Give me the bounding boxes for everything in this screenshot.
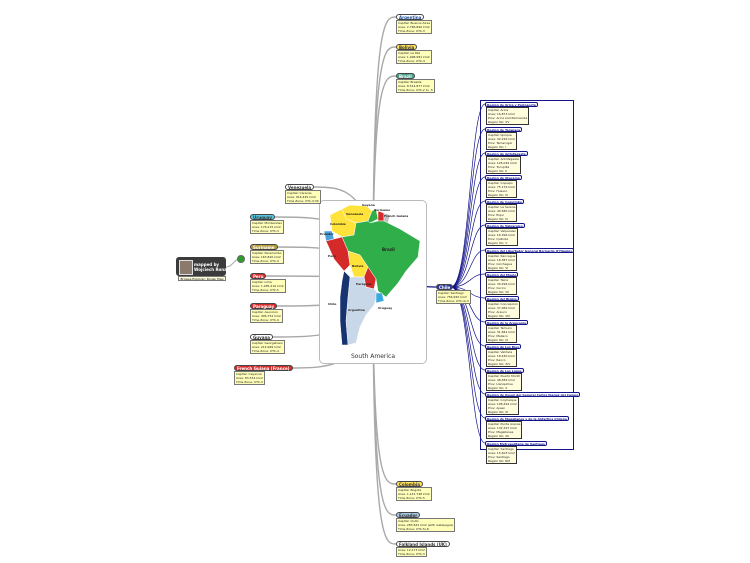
chile-region-4[interactable]: Region de Coquimbo: [485, 199, 524, 204]
topic-venezuela[interactable]: Venezuela: [285, 184, 315, 190]
note-paraguay: Capital: Asuncion Area: 406,752 km2 Time…: [250, 309, 283, 323]
chile-region-0[interactable]: Region de Arica y Parinacota: [485, 102, 538, 107]
map-label-bolivia: Bolivia: [352, 264, 363, 268]
map-country-guyana: [367, 208, 379, 224]
chile-region-note-0: Capital: Arica Area: 16,873 km2 Prov: Ar…: [486, 107, 530, 125]
topic-paraguay[interactable]: Paraguay: [250, 303, 278, 309]
map-label-chile: Chile: [328, 302, 336, 306]
chile-region-note-12: Capital: Coyhaique Area: 108,494 km2 Pro…: [486, 397, 519, 415]
topic-brazil[interactable]: Brazil: [396, 73, 415, 79]
chile-region-5[interactable]: Region de Valparaiso: [485, 223, 525, 228]
chile-region-10[interactable]: Region de Los Rios: [485, 344, 521, 349]
chile-region-note-3: Capital: Copiapo Area: 75,176 km2 Prov: …: [486, 180, 517, 198]
note-venezuela: Capital: Caracas Area: 916,445 km2 Time …: [285, 190, 321, 204]
chile-region-1[interactable]: Region de Tarapaca: [485, 127, 523, 132]
topic-peru[interactable]: Peru: [250, 273, 267, 279]
chile-region-8[interactable]: Region del Biobio: [485, 296, 519, 301]
note-falklands: Area: 12,173 km2 Time Zone: UTC-3: [396, 547, 427, 557]
map-label-ecuador: Ecuador: [320, 232, 334, 236]
map-label-french-guiana: French Guiana: [384, 214, 408, 218]
chile-region-note-6: Capital: Rancagua Area: 16,387 km2 Prov:…: [486, 253, 518, 271]
topic-chile[interactable]: Chile: [436, 284, 454, 290]
map-label-argentina: Argentina: [348, 308, 365, 312]
note-guyana: Capital: Georgetown Area: 214,969 km2 Ti…: [250, 340, 285, 354]
topic-colombia[interactable]: Colombia: [396, 481, 423, 487]
topic-bolivia[interactable]: Bolivia: [396, 44, 418, 50]
author-avatar: [179, 260, 193, 275]
chile-region-note-5: Capital: Valparaiso Area: 16,396 km2 Pro…: [486, 228, 519, 246]
topic-falklands[interactable]: Falkland Islands (UK): [396, 541, 450, 547]
topic-guyana[interactable]: Guyana: [250, 334, 273, 340]
map-country-uruguay: [375, 292, 385, 304]
central-topic-title: South America: [350, 353, 396, 360]
topic-argentina[interactable]: Argentina: [396, 14, 425, 20]
branch-line-falklands: [372, 281, 397, 545]
chile-link-6: [450, 249, 486, 288]
chile-region-note-9: Capital: Temuco Area: 31,842 km2 Prov: M…: [486, 325, 517, 343]
central-topic-map[interactable]: Guyana Suriname French Guiana Venezuela …: [319, 200, 427, 364]
note-uruguay: Capital: Montevideo Area: 176,215 km2 Ti…: [250, 220, 285, 234]
chile-region-7[interactable]: Region del Maule: [485, 272, 519, 277]
topic-french-guiana[interactable]: French Guiana (France): [234, 365, 293, 371]
chile-region-2[interactable]: Region de Antofagasta: [485, 151, 528, 156]
map-label-suriname: Suriname: [374, 208, 390, 212]
chile-region-14[interactable]: Region Metropolitana de Santiago: [485, 441, 547, 446]
globe-icon[interactable]: [237, 255, 245, 263]
map-label-uruguay: Uruguay: [378, 306, 392, 310]
chile-regions-frame: [480, 100, 574, 450]
topic-suriname[interactable]: Suriname: [250, 244, 278, 250]
note-argentina: Capital: Buenos Aires Area: 2,766,890 km…: [396, 20, 433, 34]
chile-region-note-11: Capital: Puerto Montt Area: 48,584 km2 P…: [486, 373, 522, 391]
chile-region-note-10: Capital: Valdivia Area: 18,430 km2 Prov:…: [486, 349, 517, 367]
chile-region-13[interactable]: Region de Magallanes y de la Antartica C…: [485, 416, 569, 421]
author-card[interactable]: mapped by Wojciech Ronan: [176, 257, 230, 276]
note-peru: Capital: Lima Area: 1,285,216 km2 Time Z…: [250, 279, 286, 293]
map-label-peru: Peru: [328, 254, 336, 258]
author-name: mapped by Wojciech Ronan: [194, 262, 230, 272]
chile-region-3[interactable]: Region de Atacama: [485, 175, 522, 180]
map-label-guyana: Guyana: [362, 203, 375, 207]
note-suriname: Capital: Paramaribo Area: 163,820 km2 Ti…: [250, 250, 284, 264]
chile-region-note-1: Capital: Iquique Area: 42,226 km2 Prov: …: [486, 132, 517, 150]
chile-region-note-4: Capital: La Serena Area: 40,580 km2 Prov…: [486, 204, 518, 222]
note-colombia: Capital: Bogota Area: 1,141,748 km2 Time…: [396, 487, 432, 501]
author-link[interactable]: Browse Explorer: Ronan Map: [178, 276, 226, 281]
topic-ecuador[interactable]: Ecuador: [396, 512, 421, 518]
chile-region-note-2: Capital: Antofagasta Area: 126,049 km2 P…: [486, 156, 521, 174]
note-ecuador: Capital: Quito Area: 283,561 km2 (with G…: [396, 518, 456, 532]
map-country-chile: [339, 270, 351, 346]
map-label-paraguay: Paraguay: [356, 282, 372, 286]
chile-region-9[interactable]: Region de la Araucania: [485, 320, 529, 325]
chile-region-note-14: Capital: Santiago Area: 15,403 km2 Prov:…: [486, 446, 517, 464]
note-french-guiana: Capital: Cayenne Area: 83,534 km2 Time Z…: [234, 371, 265, 385]
note-bolivia: Capital: La Paz Area: 1,098,581 km2 Time…: [396, 50, 432, 64]
chile-region-note-7: Capital: Talca Area: 30,296 km2 Prov: Cu…: [486, 277, 517, 295]
note-brazil: Capital: Brasilia Area: 8,514,877 km2 Ti…: [396, 79, 435, 93]
south-america-map: Guyana Suriname French Guiana Venezuela …: [320, 203, 421, 346]
map-label-colombia: Colombia: [330, 222, 346, 226]
chile-region-11[interactable]: Region de Los Lagos: [485, 368, 524, 373]
chile-link-7: [450, 273, 486, 288]
note-chile: Capital: Santiago Area: 756,950 km2 Time…: [436, 290, 471, 304]
chile-region-6[interactable]: Region del Libertador General Bernardo O…: [485, 248, 574, 253]
topic-uruguay[interactable]: Uruguay: [250, 214, 275, 220]
chile-region-note-8: Capital: Concepcion Area: 37,069 km2 Pro…: [486, 301, 520, 319]
chile-region-note-13: Capital: Punta Arenas Area: 132,297 km2 …: [486, 421, 523, 439]
chile-region-12[interactable]: Region de Aysen del General Carlos Ibane…: [485, 392, 581, 397]
map-label-brazil: Brazil: [382, 247, 395, 252]
map-label-venezuela: Venezuela: [346, 212, 363, 216]
